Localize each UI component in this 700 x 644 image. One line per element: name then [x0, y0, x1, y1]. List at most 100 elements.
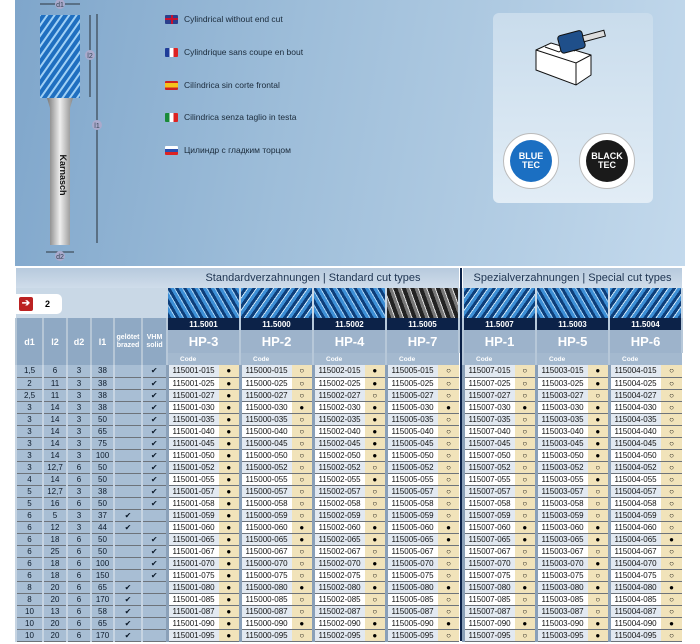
order-code[interactable]: 115001-035: [165, 413, 219, 426]
order-code[interactable]: 115002-025: [311, 377, 365, 390]
order-code[interactable]: 115005-065: [384, 533, 438, 546]
order-code[interactable]: 115004-055: [607, 473, 661, 486]
order-code[interactable]: 115001-065: [165, 533, 219, 546]
order-code[interactable]: 115004-035: [607, 413, 661, 426]
order-code[interactable]: 115005-067: [384, 545, 438, 558]
order-code[interactable]: 115004-025: [607, 377, 661, 390]
order-code[interactable]: 115004-080: [607, 581, 661, 594]
order-code[interactable]: 115000-067: [238, 545, 292, 558]
order-code[interactable]: 115004-052: [607, 461, 661, 474]
order-code[interactable]: 115000-065: [238, 533, 292, 546]
order-code[interactable]: 115000-087: [238, 605, 292, 618]
order-code[interactable]: 115007-058: [461, 497, 515, 510]
order-code[interactable]: 115004-065: [607, 533, 661, 546]
order-code[interactable]: 115007-035: [461, 413, 515, 426]
order-code[interactable]: 115004-075: [607, 569, 661, 582]
order-code[interactable]: 115002-065: [311, 533, 365, 546]
order-code[interactable]: 115005-057: [384, 485, 438, 498]
order-code[interactable]: 115003-040: [534, 425, 588, 438]
order-code[interactable]: 115002-045: [311, 437, 365, 450]
order-code[interactable]: 115001-015: [165, 365, 219, 378]
order-code[interactable]: 115000-090: [238, 617, 292, 630]
order-code[interactable]: 115000-050: [238, 449, 292, 462]
order-code[interactable]: 115000-060: [238, 521, 292, 534]
order-code[interactable]: 115004-085: [607, 593, 661, 606]
order-code[interactable]: 115001-090: [165, 617, 219, 630]
order-code[interactable]: 115007-060: [461, 521, 515, 534]
order-code[interactable]: 115003-058: [534, 497, 588, 510]
order-code[interactable]: 115005-058: [384, 497, 438, 510]
order-code[interactable]: 115003-025: [534, 377, 588, 390]
order-code[interactable]: 115005-070: [384, 557, 438, 570]
order-code[interactable]: 115004-067: [607, 545, 661, 558]
order-code[interactable]: 115007-045: [461, 437, 515, 450]
order-code[interactable]: 115005-035: [384, 413, 438, 426]
order-code[interactable]: 115001-040: [165, 425, 219, 438]
order-code[interactable]: 115005-050: [384, 449, 438, 462]
order-code[interactable]: 115002-080: [311, 581, 365, 594]
order-code[interactable]: 115000-052: [238, 461, 292, 474]
order-code[interactable]: 115003-057: [534, 485, 588, 498]
order-code[interactable]: 115004-027: [607, 389, 661, 402]
order-code[interactable]: 115004-095: [607, 629, 661, 642]
order-code[interactable]: 115000-055: [238, 473, 292, 486]
order-code[interactable]: 115000-095: [238, 629, 292, 642]
order-code[interactable]: 115007-080: [461, 581, 515, 594]
order-code[interactable]: 115001-087: [165, 605, 219, 618]
order-code[interactable]: 115001-057: [165, 485, 219, 498]
order-code[interactable]: 115004-059: [607, 509, 661, 522]
order-code[interactable]: 115007-065: [461, 533, 515, 546]
order-code[interactable]: 115005-095: [384, 629, 438, 642]
order-code[interactable]: 115002-060: [311, 521, 365, 534]
order-code[interactable]: 115005-059: [384, 509, 438, 522]
order-code[interactable]: 115005-030: [384, 401, 438, 414]
order-code[interactable]: 115003-085: [534, 593, 588, 606]
order-code[interactable]: 115007-030: [461, 401, 515, 414]
order-code[interactable]: 115003-050: [534, 449, 588, 462]
order-code[interactable]: 115002-040: [311, 425, 365, 438]
order-code[interactable]: 115004-015: [607, 365, 661, 378]
order-code[interactable]: 115004-058: [607, 497, 661, 510]
order-code[interactable]: 115007-087: [461, 605, 515, 618]
order-code[interactable]: 115000-059: [238, 509, 292, 522]
order-code[interactable]: 115007-057: [461, 485, 515, 498]
order-code[interactable]: 115002-058: [311, 497, 365, 510]
order-code[interactable]: 115007-052: [461, 461, 515, 474]
order-code[interactable]: 115000-035: [238, 413, 292, 426]
order-code[interactable]: 115003-055: [534, 473, 588, 486]
order-code[interactable]: 115005-087: [384, 605, 438, 618]
order-code[interactable]: 115007-055: [461, 473, 515, 486]
order-code[interactable]: 115007-090: [461, 617, 515, 630]
order-code[interactable]: 115002-030: [311, 401, 365, 414]
order-code[interactable]: 115003-027: [534, 389, 588, 402]
order-code[interactable]: 115004-070: [607, 557, 661, 570]
order-code[interactable]: 115001-058: [165, 497, 219, 510]
order-code[interactable]: 115003-095: [534, 629, 588, 642]
order-code[interactable]: 115004-045: [607, 437, 661, 450]
order-code[interactable]: 115002-087: [311, 605, 365, 618]
order-code[interactable]: 115003-045: [534, 437, 588, 450]
order-code[interactable]: 115000-080: [238, 581, 292, 594]
order-code[interactable]: 115001-085: [165, 593, 219, 606]
order-code[interactable]: 115003-067: [534, 545, 588, 558]
order-code[interactable]: 115000-025: [238, 377, 292, 390]
order-code[interactable]: 115000-030: [238, 401, 292, 414]
order-code[interactable]: 115002-095: [311, 629, 365, 642]
order-code[interactable]: 115001-095: [165, 629, 219, 642]
order-code[interactable]: 115000-040: [238, 425, 292, 438]
order-code[interactable]: 115003-035: [534, 413, 588, 426]
order-code[interactable]: 115004-050: [607, 449, 661, 462]
order-code[interactable]: 115003-080: [534, 581, 588, 594]
order-code[interactable]: 115003-060: [534, 521, 588, 534]
order-code[interactable]: 115001-030: [165, 401, 219, 414]
order-code[interactable]: 115005-085: [384, 593, 438, 606]
order-code[interactable]: 115001-059: [165, 509, 219, 522]
order-code[interactable]: 115002-035: [311, 413, 365, 426]
order-code[interactable]: 115005-080: [384, 581, 438, 594]
order-code[interactable]: 115007-015: [461, 365, 515, 378]
order-code[interactable]: 115007-095: [461, 629, 515, 642]
order-code[interactable]: 115001-080: [165, 581, 219, 594]
order-code[interactable]: 115007-070: [461, 557, 515, 570]
order-code[interactable]: 115004-040: [607, 425, 661, 438]
order-code[interactable]: 115001-027: [165, 389, 219, 402]
